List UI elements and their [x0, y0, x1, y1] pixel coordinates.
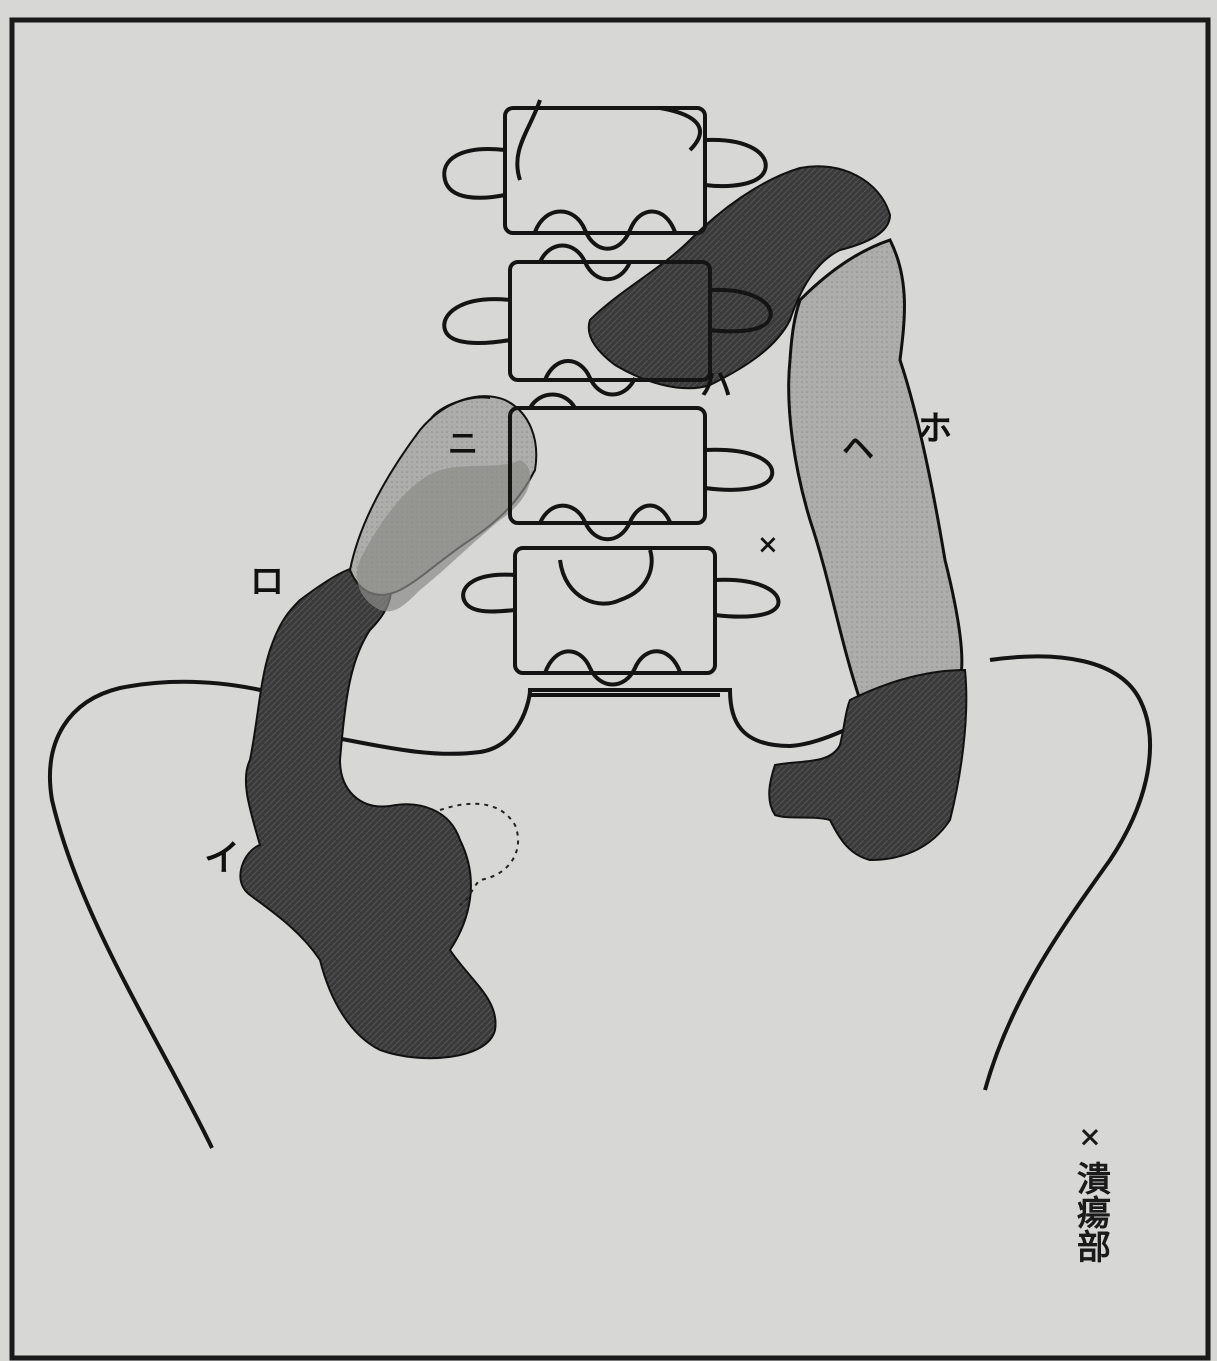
label-ro: ロ — [250, 565, 284, 599]
ascending-colon-light-region — [789, 240, 962, 700]
label-i: イ — [204, 840, 240, 876]
legend-text: 潰瘍部 — [1072, 1161, 1109, 1263]
vertebra-4 — [515, 548, 715, 673]
pelvis-outline-right — [985, 656, 1150, 1090]
legend: × 潰瘍部 — [1070, 1120, 1110, 1263]
transverse-colon-mid-region — [357, 460, 530, 611]
legend-mark: × — [1070, 1120, 1110, 1153]
ulcer-marker: × — [757, 532, 779, 558]
sigmoid-colon-region — [240, 566, 495, 1058]
vertebra-1 — [505, 108, 705, 233]
label-ni: ニ — [448, 430, 478, 460]
label-ha: ハ — [700, 368, 732, 400]
label-he: ヘ — [842, 432, 874, 464]
cecum-dark-region — [769, 670, 966, 860]
vertebra-3 — [510, 408, 705, 523]
label-ho: ホ — [918, 412, 952, 446]
